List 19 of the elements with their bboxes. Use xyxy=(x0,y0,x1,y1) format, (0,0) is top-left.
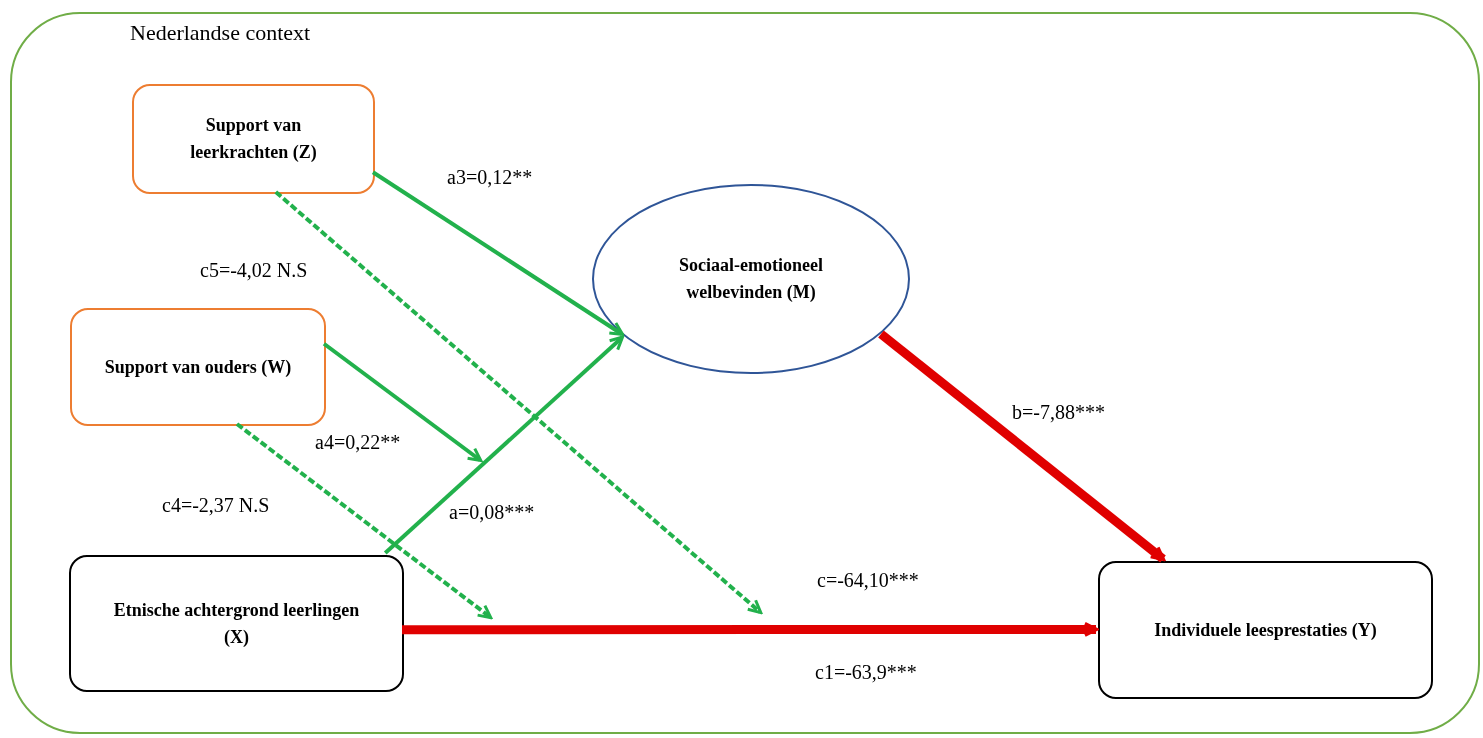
node-label: Support van ouders (W) xyxy=(104,355,292,379)
node-label: Etnische achtergrond leerlingen (X) xyxy=(112,598,361,649)
arrow xyxy=(371,170,625,337)
rounded-box xyxy=(1098,561,1433,699)
node-label: Individuele leesprestaties (Y) xyxy=(1154,618,1377,642)
frame-title: Nederlandse context xyxy=(130,20,311,45)
arrow xyxy=(235,422,493,620)
arrow xyxy=(383,335,625,555)
node-label: Support van leerkrachten (Z) xyxy=(189,114,318,164)
context-frame xyxy=(10,12,1480,734)
rounded-box xyxy=(70,308,326,426)
rounded-box xyxy=(132,84,375,194)
arrow xyxy=(878,330,1166,563)
arrow xyxy=(322,342,483,463)
rounded-box xyxy=(69,555,404,692)
arrow xyxy=(402,621,1099,637)
arrow xyxy=(274,190,763,615)
effect-label: c1=-63,9*** xyxy=(815,660,917,684)
node-label: Sociaal-emotioneel welbevinden (M) xyxy=(678,254,824,304)
